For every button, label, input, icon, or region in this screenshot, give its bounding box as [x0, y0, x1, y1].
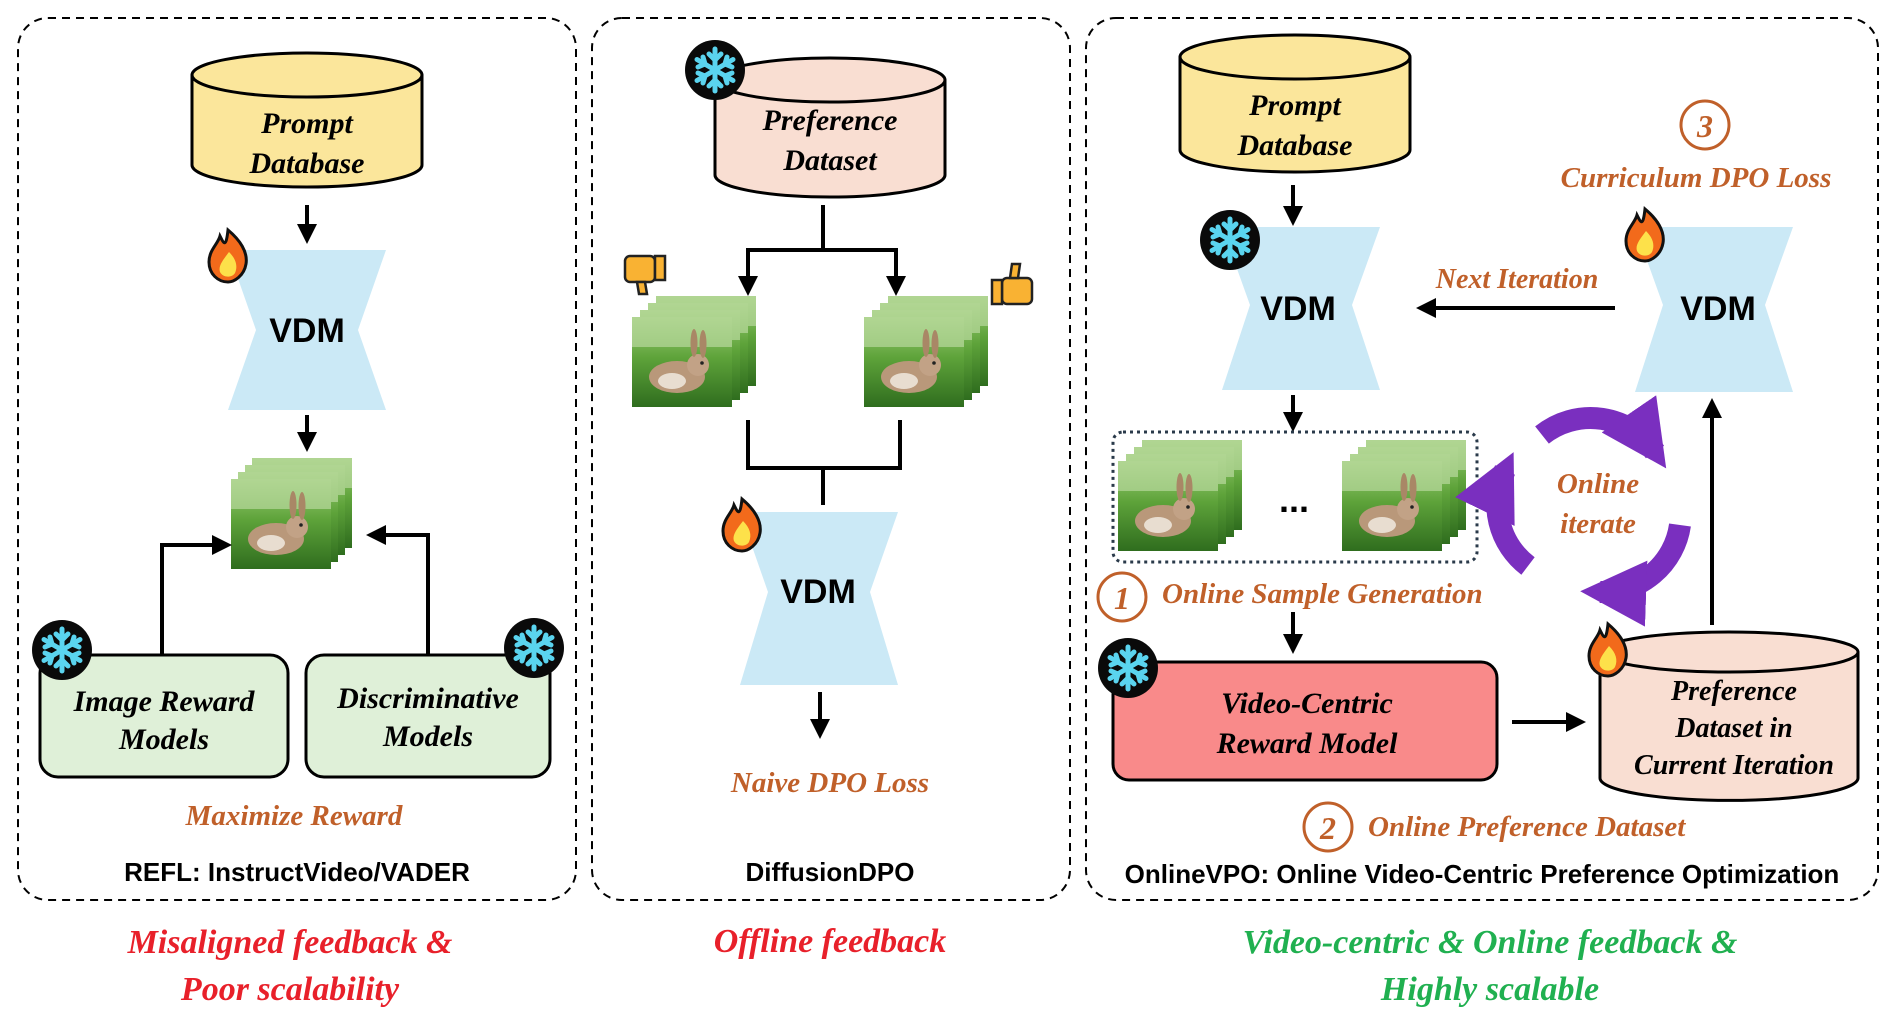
bunny-video-frames — [632, 317, 732, 407]
image-reward-label-2: Models — [118, 723, 209, 756]
onlinevpo-footer: OnlineVPO: Online Video-Centric Preferen… — [1125, 859, 1840, 889]
panel-refl-border — [17, 17, 577, 901]
step2-badge — [1302, 801, 1354, 853]
generated-video-frames — [231, 458, 352, 569]
prompt-db-label-1: Prompt — [1248, 89, 1342, 122]
refl-footer: REFL: InstructVideo/VADER — [124, 857, 470, 887]
step2-number: 2 — [1319, 810, 1336, 846]
prompt-db-label-1: Prompt — [260, 107, 354, 140]
vdm-block-right: VDM — [1635, 227, 1793, 392]
naive-dpo-loss-label: Naive DPO Loss — [730, 767, 929, 799]
step3-label: Curriculum DPO Loss — [1561, 162, 1832, 194]
online-iterate-label-2: iterate — [1560, 508, 1636, 540]
discriminative-label-2: Models — [382, 720, 473, 753]
panel-dpo-border — [591, 17, 1071, 901]
reward-model-label-2: Reward Model — [1216, 727, 1399, 760]
thumbs-down-icon — [623, 254, 667, 296]
panel-refl: Prompt Database VDM Image Reward Models … — [17, 17, 577, 1008]
snowflake-icon — [1098, 638, 1158, 698]
snowflake-icon — [1200, 210, 1260, 270]
bunny-video-frames — [1342, 461, 1442, 551]
online-sample-frames-left — [1118, 440, 1242, 551]
bunny-video-frames — [1118, 461, 1218, 551]
image-reward-label-1: Image Reward — [73, 685, 256, 718]
snowflake-icon — [32, 620, 92, 680]
prompt-database-cylinder: Prompt Database — [190, 51, 424, 189]
snowflake-icon — [504, 618, 564, 678]
bunny-video-frames — [864, 317, 964, 407]
fire-icon — [1624, 207, 1665, 263]
vdm-block: VDM — [228, 250, 386, 410]
panel-onlinevpo: Prompt Database VDM VDM Next Iteration 3… — [1085, 17, 1879, 1008]
online-iterate-label-1: Online — [1557, 468, 1639, 500]
step1-badge — [1096, 571, 1148, 623]
step1-label: Online Sample Generation — [1162, 578, 1483, 610]
reward-model-label-1: Video-Centric — [1221, 687, 1393, 720]
preference-dataset-cylinder: Preference Dataset — [713, 56, 947, 199]
preferred-video-frames — [864, 296, 988, 407]
vdm-block: VDM — [740, 512, 898, 685]
vdm-label: VDM — [269, 312, 345, 350]
pref-dataset-label-1: Preference — [762, 104, 898, 137]
current-dataset-label-2: Dataset in — [1674, 713, 1792, 744]
current-dataset-label-3: Current Iteration — [1634, 750, 1834, 781]
step3-number: 3 — [1696, 108, 1713, 144]
thumbs-up-icon — [990, 262, 1034, 306]
onlinevpo-caption-1: Video-centric & Online feedback & — [1243, 924, 1738, 961]
vdm-block-left: VDM — [1222, 227, 1380, 390]
fire-icon — [721, 497, 762, 553]
vdm-label: VDM — [780, 573, 856, 611]
step2-label: Online Preference Dataset — [1368, 811, 1686, 843]
snowflake-icon — [685, 40, 745, 100]
image-reward-models-box: Image Reward Models — [38, 653, 290, 779]
prompt-db-label-2: Database — [249, 147, 365, 180]
dpo-caption: Offline feedback — [714, 923, 947, 960]
rejected-video-frames — [632, 296, 756, 407]
onlinevpo-caption-2: Highly scalable — [1380, 971, 1599, 1008]
pref-dataset-label-2: Dataset — [782, 144, 878, 177]
current-dataset-label-1: Preference — [1670, 676, 1797, 707]
panel-onlinevpo-border — [1085, 17, 1879, 901]
step1-number: 1 — [1114, 580, 1130, 616]
current-iteration-dataset-cylinder: Preference Dataset in Current Iteration — [1598, 630, 1860, 802]
prompt-database-cylinder: Prompt Database — [1178, 33, 1412, 174]
online-sample-frames-right — [1342, 440, 1466, 551]
refl-caption-1: Misaligned feedback & — [127, 924, 453, 961]
video-centric-reward-model-box: Video-Centric Reward Model — [1111, 660, 1499, 782]
prompt-db-label-2: Database — [1237, 129, 1353, 162]
vdm-right-label: VDM — [1680, 290, 1756, 328]
discriminative-models-box: Discriminative Models — [304, 653, 552, 779]
step3-badge — [1679, 99, 1731, 151]
next-iteration-label: Next Iteration — [1435, 264, 1599, 295]
panel-diffusiondpo: Preference Dataset — [591, 17, 1071, 960]
online-iterate-cycle — [1455, 395, 1691, 627]
vdm-left-label: VDM — [1260, 290, 1336, 328]
discriminative-label-1: Discriminative — [336, 682, 519, 715]
refl-caption-2: Poor scalability — [180, 971, 400, 1008]
ellipsis-label: ... — [1279, 479, 1309, 520]
fire-icon — [207, 228, 248, 284]
fire-icon — [1587, 622, 1628, 678]
maximize-reward-label: Maximize Reward — [185, 800, 403, 832]
dpo-footer: DiffusionDPO — [746, 857, 915, 887]
bunny-video-frames — [231, 479, 331, 569]
